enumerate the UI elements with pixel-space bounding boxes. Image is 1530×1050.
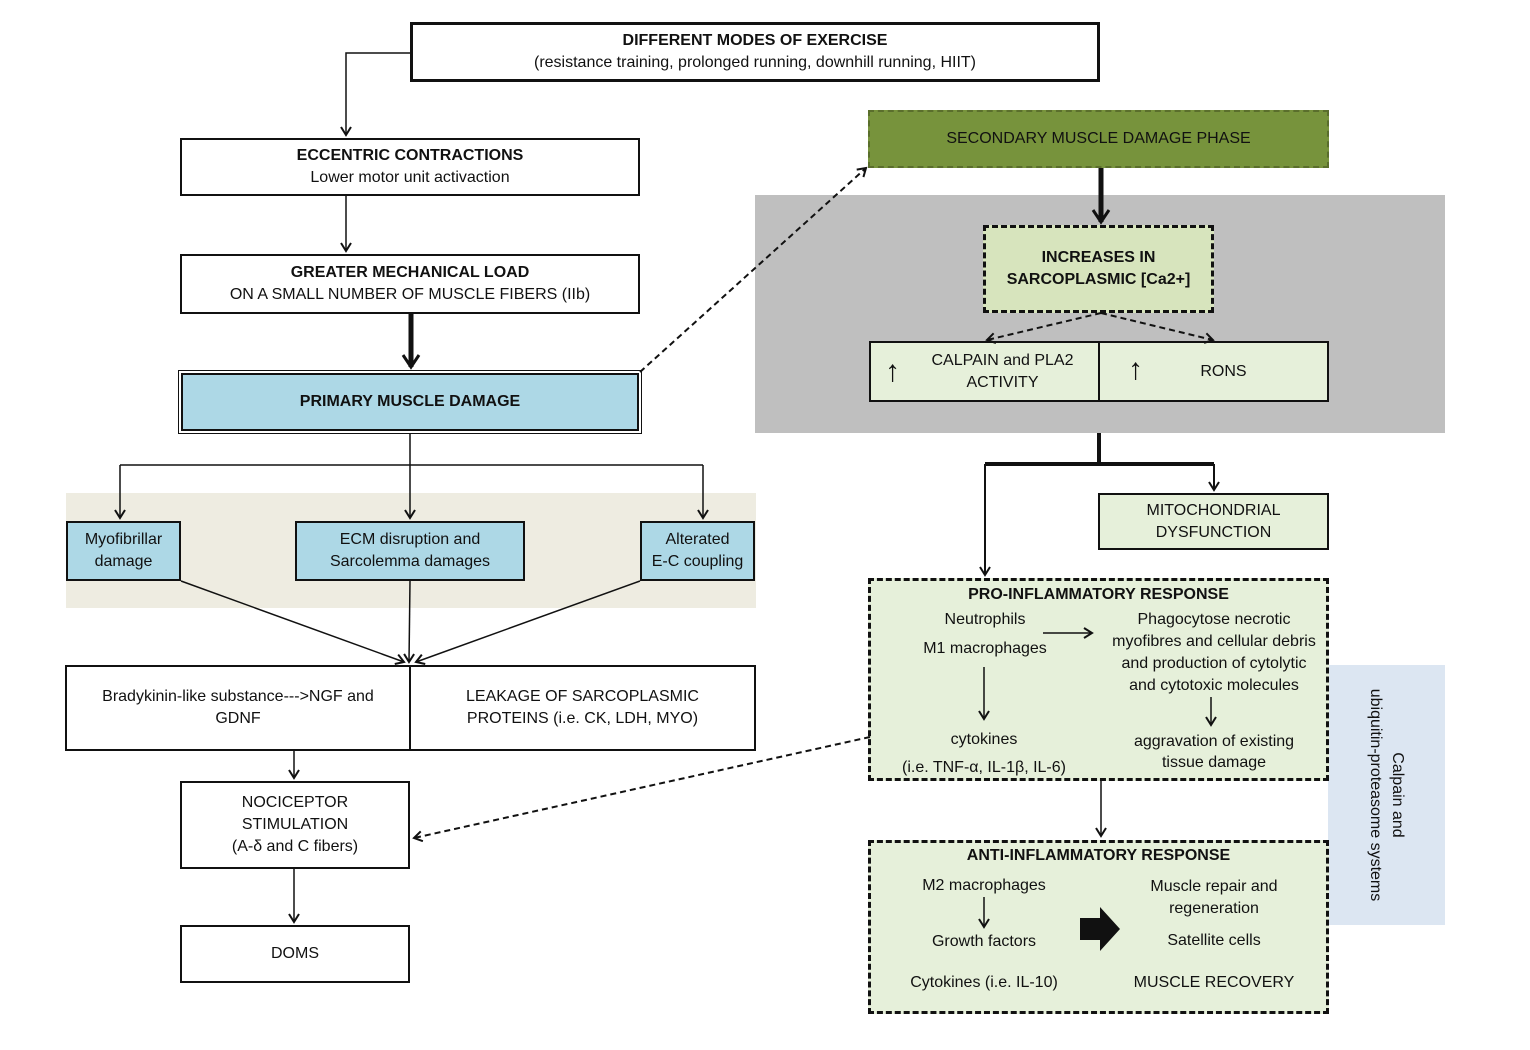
leakage-line2: PROTEINS (i.e. CK, LDH, MYO) (466, 710, 699, 727)
calpain-box: ↑ CALPAIN and PLA2 ACTIVITY (869, 341, 1100, 402)
eccentric-contractions-box: ECCENTRIC CONTRACTIONS Lower motor unit … (180, 138, 640, 196)
primary-damage-box: PRIMARY MUSCLE DAMAGE (178, 370, 642, 434)
ecm-disruption-box: ECM disruption and Sarcolemma damages (295, 521, 525, 581)
repair-line2: regeneration (1169, 900, 1259, 917)
pro-title: PRO-INFLAMMATORY RESPONSE (968, 586, 1229, 603)
arrow-ec-to-leakage (414, 580, 641, 665)
arrow-exercise-to-eccentric (340, 52, 410, 137)
rons-label: RONS (1200, 362, 1247, 380)
leakage-line1: LEAKAGE OF SARCOPLASMIC (466, 688, 699, 705)
calpain-line1: CALPAIN and PLA2 (931, 351, 1074, 369)
arrow-ecm-to-leakage (403, 580, 415, 664)
doms-box: DOMS (180, 925, 410, 983)
phago-line2: myofibres and cellular debris (1112, 633, 1316, 650)
phago-line1: Phagocytose necrotic (1137, 611, 1291, 628)
pro-inflammatory-box (868, 578, 1329, 781)
doms-label: DOMS (271, 945, 319, 962)
nociceptor-line1: NOCICEPTOR (241, 794, 349, 811)
satellite-cells-label: Satellite cells (1167, 932, 1261, 949)
mito-line1: MITOCHONDRIAL (1146, 501, 1281, 519)
cytokines-label: cytokines (950, 731, 1018, 748)
calpain-up-arrow-icon: ↑ (885, 355, 900, 388)
phago-line3: and production of cytolytic (1121, 655, 1307, 672)
anti-inflammatory-box (868, 840, 1329, 1014)
primary-damage-inner: PRIMARY MUSCLE DAMAGE (181, 373, 639, 431)
exercise-title: DIFFERENT MODES OF EXERCISE (622, 32, 888, 49)
ecm-line1: ECM disruption and (339, 531, 481, 548)
repair-line1: Muscle repair and (1150, 878, 1278, 895)
arrow-calcium-to-calpain (985, 312, 1102, 344)
aggravation-line2: tissue damage (1161, 754, 1267, 771)
block-arrow-icon (1080, 907, 1120, 951)
myofibrillar-damage-box: Myofibrillar damage (66, 521, 181, 581)
nociceptor-box: NOCICEPTOR STIMULATION (A-δ and C fibers… (180, 781, 410, 869)
bradykinin-box: Bradykinin-like substance--->NGF and GDN… (65, 665, 411, 751)
load-subtitle: ON A SMALL NUMBER OF MUSCLE FIBERS (IIb) (229, 286, 591, 303)
load-title: GREATER MECHANICAL LOAD (290, 264, 530, 281)
calcium-line1: INCREASES IN (1041, 249, 1156, 266)
primary-branch-line (120, 434, 703, 466)
m1-macrophages-label: M1 macrophages (923, 640, 1047, 657)
nociceptor-line3: (A-δ and C fibers) (231, 838, 359, 855)
exercise-subtitle: (resistance training, prolonged running,… (533, 54, 976, 71)
ec-coupling-line2: E-C coupling (651, 553, 744, 570)
calcium-line2: SARCOPLASMIC [Ca2+] (1006, 271, 1191, 288)
anti-title: ANTI-INFLAMMATORY RESPONSE (966, 847, 1231, 864)
arrow-primary-to-secondary (639, 166, 868, 373)
phago-line4: and cytotoxic molecules (1129, 677, 1299, 694)
gray-branch-line (985, 433, 1214, 466)
ec-coupling-line1: Alterated (665, 531, 730, 548)
myofibrillar-line1: Myofibrillar (84, 531, 163, 548)
bradykinin-line2: GDNF (215, 710, 261, 727)
m2-macrophages-label: M2 macrophages (922, 877, 1046, 894)
muscle-recovery-label: MUSCLE RECOVERY (1133, 974, 1295, 991)
myofibrillar-line2: damage (94, 553, 153, 570)
cytokines-examples: (i.e. TNF-α, IL-1β, IL-6) (902, 759, 1066, 776)
calpain-line2: ACTIVITY (966, 373, 1039, 391)
arrow-calcium-to-rons (1100, 312, 1215, 344)
eccentric-subtitle: Lower motor unit activaction (310, 169, 510, 186)
growth-factors-label: Growth factors (931, 933, 1037, 950)
exercise-modes-box: DIFFERENT MODES OF EXERCISE (resistance … (410, 22, 1100, 82)
mechanical-load-box: GREATER MECHANICAL LOAD ON A SMALL NUMBE… (180, 254, 640, 314)
arrow-pro-to-nociceptor (412, 736, 871, 843)
anti-cytokines-label: Cytokines (i.e. IL-10) (910, 974, 1058, 991)
arrow-myofibrillar-to-leakage (180, 580, 406, 665)
secondary-title: SECONDARY MUSCLE DAMAGE PHASE (946, 130, 1251, 147)
ecm-line2: Sarcolemma damages (329, 553, 491, 570)
nociceptor-line2: STIMULATION (241, 816, 349, 833)
ec-coupling-box: Alterated E-C coupling (640, 521, 755, 581)
aggravation-line1: aggravation of existing (1133, 733, 1295, 750)
neutrophils-label: Neutrophils (944, 611, 1026, 628)
mitochondrial-box: MITOCHONDRIAL DYSFUNCTION (1098, 493, 1329, 550)
bradykinin-line1: Bradykinin-like substance--->NGF and (102, 688, 374, 705)
eccentric-title: ECCENTRIC CONTRACTIONS (296, 147, 524, 164)
leakage-box: LEAKAGE OF SARCOPLASMIC PROTEINS (i.e. C… (409, 665, 756, 751)
primary-title: PRIMARY MUSCLE DAMAGE (299, 393, 521, 410)
secondary-phase-box: SECONDARY MUSCLE DAMAGE PHASE (868, 110, 1329, 168)
calcium-box: INCREASES IN SARCOPLASMIC [Ca2+] (983, 225, 1214, 313)
rons-up-arrow-icon: ↑ (1128, 353, 1143, 386)
mito-line2: DYSFUNCTION (1155, 523, 1272, 541)
side-label-panel (1328, 665, 1445, 925)
